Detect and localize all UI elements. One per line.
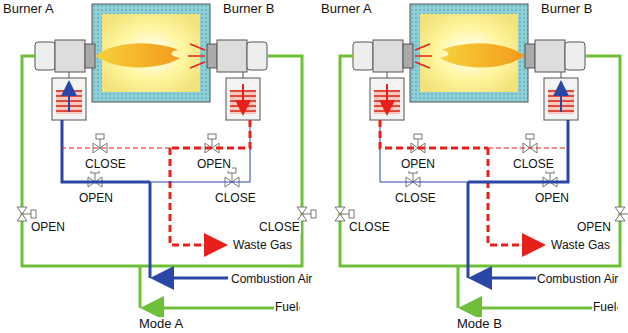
mode-title: Mode A xyxy=(138,317,184,331)
flow-name: Combustion Air xyxy=(536,272,619,286)
flow-name: Waste Gas xyxy=(232,238,293,252)
flow-name: Waste Gas xyxy=(550,238,611,252)
flow-name: Combustion Air xyxy=(230,272,313,286)
valve-state: OPEN xyxy=(576,220,612,234)
burner-name: Burner A xyxy=(320,2,373,16)
valve-state: OPEN xyxy=(400,157,436,171)
flow-name: Fuel xyxy=(274,300,299,314)
valve-state: CLOSE xyxy=(214,191,257,205)
valve-state: CLOSE xyxy=(258,220,301,234)
valve-state: CLOSE xyxy=(84,157,127,171)
valve-state: CLOSE xyxy=(512,157,555,171)
valve-state: OPEN xyxy=(78,191,114,205)
mode-title: Mode B xyxy=(456,317,503,331)
valve-state: CLOSE xyxy=(348,220,391,234)
valve-state: CLOSE xyxy=(394,191,437,205)
valve-state: OPEN xyxy=(30,220,66,234)
flow-name: Fuel xyxy=(592,300,617,314)
valve-state: OPEN xyxy=(534,191,570,205)
burner-name: Burner A xyxy=(2,2,55,16)
burner-name: Burner B xyxy=(540,2,593,16)
burner-name: Burner B xyxy=(222,2,275,16)
valve-state: OPEN xyxy=(196,157,232,171)
